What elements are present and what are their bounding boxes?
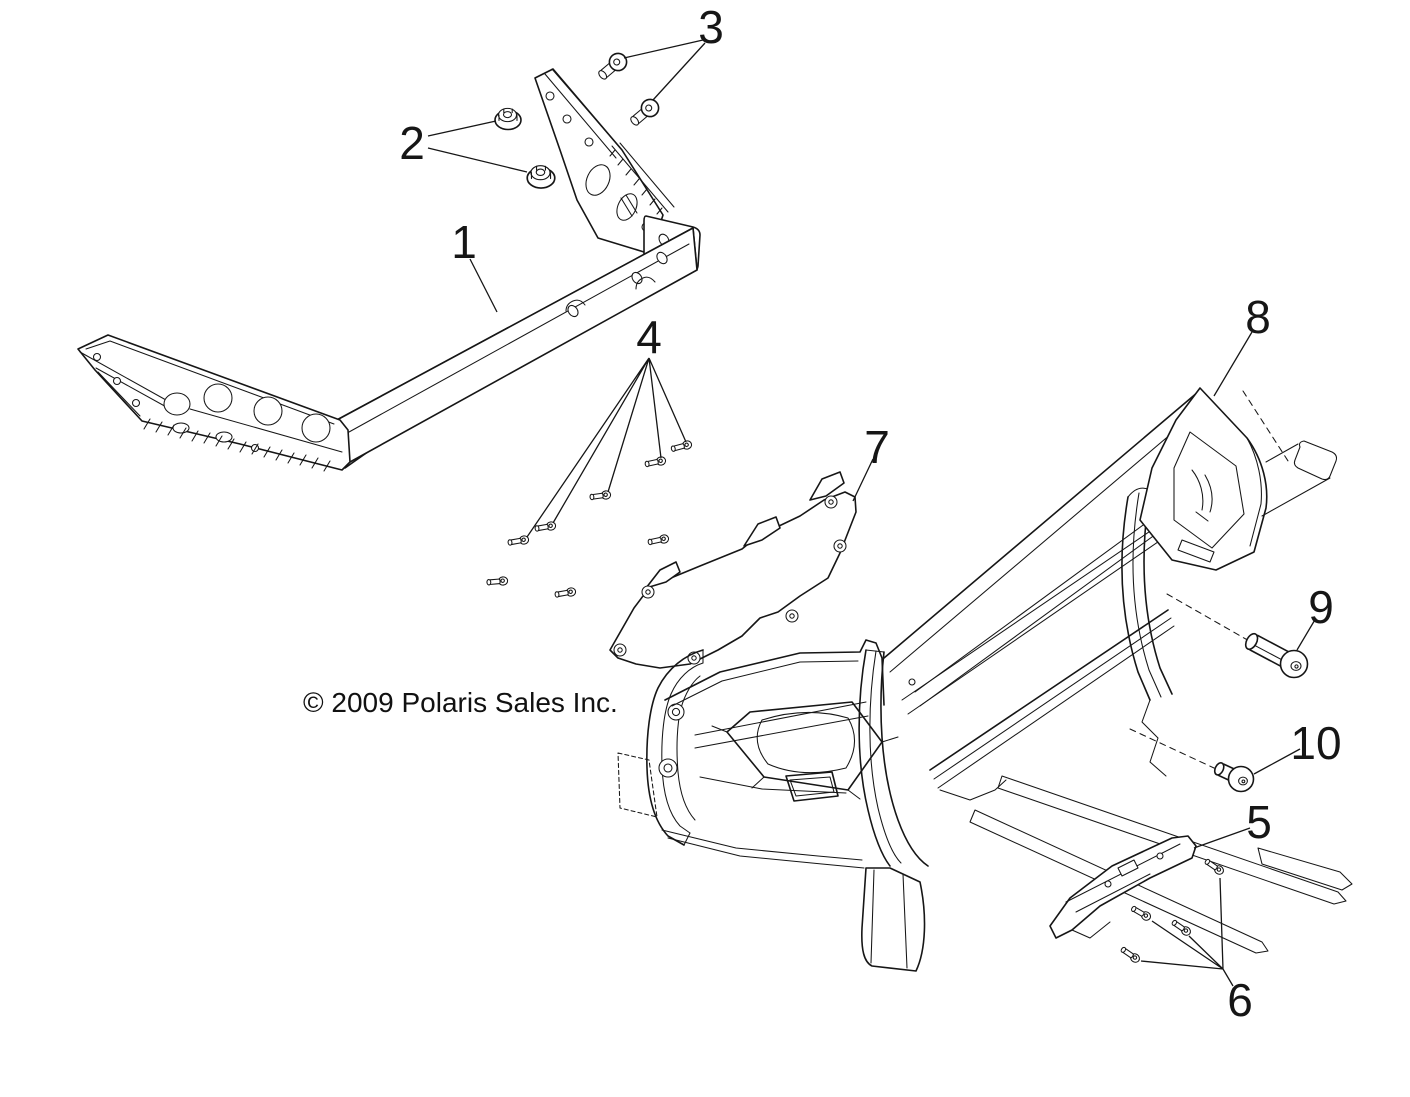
leader-lines bbox=[427, 39, 1317, 987]
callout-8: 8 bbox=[1245, 291, 1271, 343]
callout-5: 5 bbox=[1246, 796, 1272, 848]
part-7-grille bbox=[609, 471, 857, 669]
copyright-text: © 2009 Polaris Sales Inc. bbox=[303, 687, 618, 718]
callout-2: 2 bbox=[399, 117, 425, 169]
part-9-bolt bbox=[1166, 593, 1309, 679]
part-10-screw bbox=[1129, 728, 1255, 793]
part-5-lower-bracket bbox=[1049, 835, 1197, 939]
part-top-bracket bbox=[534, 68, 675, 253]
callout-7: 7 bbox=[864, 421, 890, 473]
callout-1: 1 bbox=[451, 216, 477, 268]
callout-3: 3 bbox=[698, 1, 724, 53]
callout-10: 10 bbox=[1290, 717, 1341, 769]
callout-6: 6 bbox=[1227, 974, 1253, 1026]
decal-outline bbox=[617, 752, 658, 818]
callout-9: 9 bbox=[1308, 581, 1334, 633]
part-3-button-screws bbox=[594, 49, 663, 131]
part-2-flange-nuts bbox=[494, 107, 556, 189]
part-1-crossbar bbox=[77, 215, 701, 472]
callout-4: 4 bbox=[636, 311, 662, 363]
callout-numbers: 1 2 3 4 5 6 7 8 9 10 bbox=[399, 1, 1341, 1026]
part-8-bumper-assembly bbox=[617, 387, 1353, 972]
